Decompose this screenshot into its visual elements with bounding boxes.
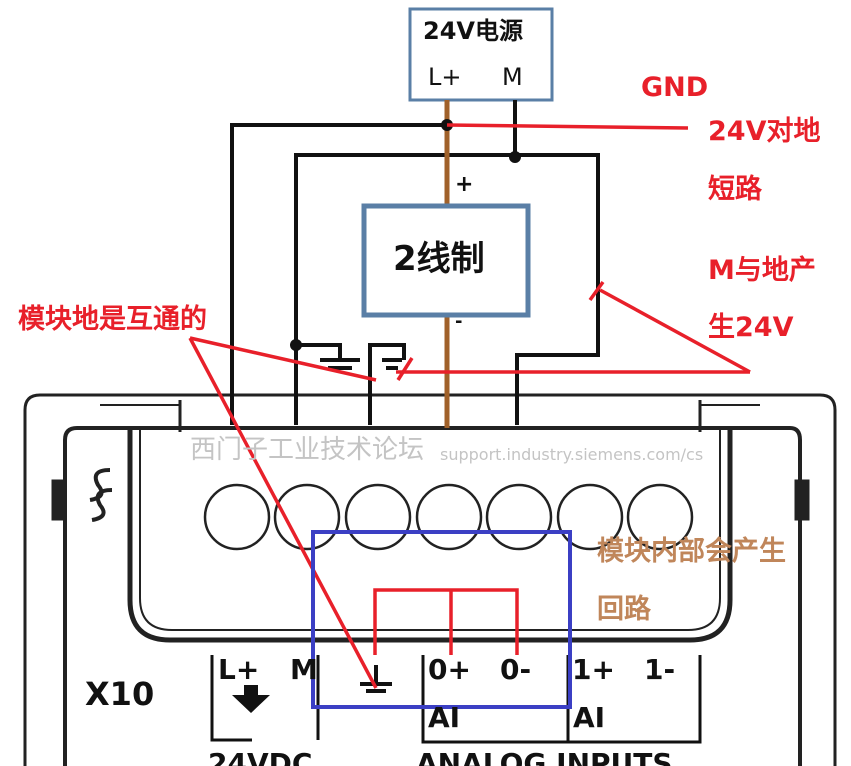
terminal-ai1-plus: 1+: [572, 653, 615, 686]
power-supply-title: 24V电源: [423, 17, 523, 45]
loop-label-1: 模块内部会产生: [597, 536, 786, 567]
connector-label: X10: [85, 675, 155, 713]
power-lplus-label: L+: [428, 63, 462, 91]
transmitter-box: [361, 203, 531, 318]
analog-inputs-caption: ANALOG INPUTS: [416, 747, 673, 766]
terminal-3: [344, 483, 412, 551]
ai-label-1: AI: [573, 701, 606, 734]
terminal-1: [203, 483, 271, 551]
terminal-m: M: [290, 653, 318, 686]
gnd-label: GND: [641, 72, 709, 103]
terminal-5: [485, 483, 553, 551]
terminal-6: [556, 483, 624, 551]
transmitter-plus: +: [455, 172, 474, 197]
short-label-1: 24V对地: [708, 116, 821, 147]
terminal-ai0-plus: 0+: [428, 653, 471, 686]
ai-label-0: AI: [428, 701, 461, 734]
power-m-label: M: [502, 63, 523, 91]
junction-dot: [509, 151, 521, 163]
internal-loop-highlight: [311, 530, 572, 709]
power-supply-box: [408, 7, 554, 102]
ss-logo-icon: [89, 468, 113, 522]
terminal-ai1-minus: 1-: [644, 653, 676, 686]
m-voltage-label-1: M与地产: [708, 255, 816, 286]
junction-dot: [290, 339, 302, 351]
black-wires: [230, 100, 600, 425]
short-label-2: 短路: [708, 174, 762, 205]
module-ground-label: 模块地是互通的: [18, 304, 207, 335]
transmitter-title: 2线制: [393, 239, 485, 279]
terminal-7: [626, 483, 694, 551]
terminal-lplus: L+: [218, 653, 260, 686]
terminal-4: [415, 483, 483, 551]
arrow-down-icon: [232, 685, 270, 713]
watermark-url: support.industry.siemens.com/cs: [440, 445, 704, 464]
red-annotation-lines: [188, 123, 751, 689]
loop-label-2: 回路: [597, 594, 651, 625]
ground-symbol-icon: [360, 665, 392, 693]
terminal-ai0-minus: 0-: [500, 653, 532, 686]
m-voltage-label-2: 生24V: [708, 312, 794, 343]
watermark-title: 西门子工业技术论坛: [190, 435, 425, 465]
module-housing: [23, 393, 837, 766]
supply-caption: 24VDC: [208, 747, 313, 766]
transmitter-minus: -: [455, 311, 463, 332]
